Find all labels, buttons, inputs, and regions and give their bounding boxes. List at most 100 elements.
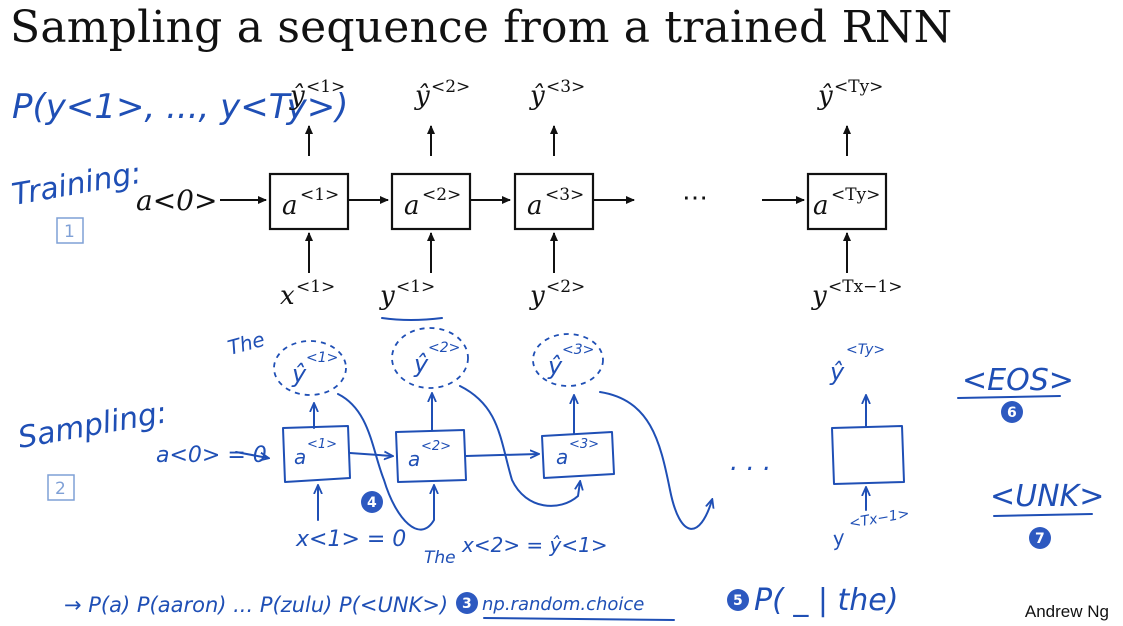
svg-text:ŷ: ŷ [547,352,563,380]
svg-text:<1>: <1> [306,77,345,97]
cell-3-state: a [527,191,543,221]
svg-text:<1>: <1> [396,277,435,297]
svg-text:<2>: <2> [431,77,470,97]
eos-underline [957,395,1061,399]
sample-cell-ty [831,425,905,485]
svg-text:6: 6 [1007,405,1017,421]
output-label-3: ŷ <3> [529,77,585,111]
input-label-1: x <1> [280,277,335,311]
arrow-a0-into-sample-cell1 [235,451,268,458]
feedback-curve-3 [599,391,712,530]
svg-text:<2>: <2> [428,340,460,356]
feedback-curve-2 [459,385,580,507]
rnn-cell-2: a <2> [390,172,472,231]
sample-cell-1: a <1> [282,425,351,483]
svg-text:y: y [811,281,827,311]
svg-text:<1>: <1> [296,277,335,297]
step-5-badge: 5 [727,589,749,611]
step-3-badge: 3 [456,592,478,614]
svg-text:<2>: <2> [546,277,585,297]
step-2-box [47,474,75,501]
underline-y1 [381,317,443,321]
svg-text:y: y [830,525,848,551]
sample-circle-1 [273,340,347,396]
output-label-2: ŷ <2> [414,77,470,111]
svg-text:<Ty>: <Ty> [834,77,883,97]
svg-text:<1>: <1> [307,437,337,452]
step-4-badge: 4 [361,491,383,513]
training-ellipsis: ⋯ [682,183,708,213]
sampled-output-1: ŷ <1> [291,350,338,388]
the-label-2: The [424,548,456,568]
unk-token: <UNK> [990,479,1104,514]
cell-1-state: a [282,191,298,221]
svg-text:ŷ: ŷ [829,358,845,386]
output-label-1: ŷ <1> [289,77,345,111]
sample-circle-2 [391,327,469,389]
svg-text:<2>: <2> [421,439,451,454]
cell-3-sup: <3> [545,185,584,205]
sample-arrow-2-3 [465,454,538,456]
sample-arrow-1-2 [349,453,392,456]
sampled-output-3: ŷ <3> [547,342,594,380]
sample-cell-3: a <3> [541,431,615,479]
output-label-ty: ŷ <Ty> [817,77,883,111]
svg-text:a: a [556,445,568,469]
svg-text:y: y [379,281,395,311]
svg-text:<Tx−1>: <Tx−1> [828,277,902,297]
svg-text:5: 5 [733,593,743,609]
joint-prob-note: P(y<1>, ..., y<Ty>) [12,87,348,127]
svg-text:<Tx−1>: <Tx−1> [848,506,911,532]
step-6-badge: 6 [1001,401,1023,423]
svg-text:ŷ: ŷ [291,360,307,388]
input-label-2: y <1> [379,277,435,311]
sampled-output-2: ŷ <2> [413,340,460,378]
svg-text:x: x [280,281,295,311]
svg-text:7: 7 [1035,531,1045,547]
svg-text:<3>: <3> [569,437,599,452]
unk-underline [993,513,1093,517]
np-random-choice-note: np.random.choice [482,594,644,615]
svg-text:ŷ: ŷ [817,81,833,111]
rnn-cell-ty: a <Ty> [806,172,888,231]
step-1-box [56,217,84,244]
np-choice-underline [483,617,675,621]
svg-text:3: 3 [462,596,472,612]
svg-text:ŷ: ŷ [414,81,430,111]
slide-title: Sampling a sequence from a trained RNN [10,2,953,53]
cell-ty-sup: <Ty> [831,185,880,205]
x2-eq-note: x<2> = ŷ<1> [461,533,608,557]
cell-2-sup: <2> [422,185,461,205]
input-label-3: y <2> [529,277,585,311]
rnn-cell-1: a <1> [268,172,350,231]
the-label-1: The [225,327,267,360]
cell-ty-state: a [813,191,829,221]
cell-2-state: a [404,191,420,221]
training-label: Training: [9,156,144,213]
svg-text:<Ty>: <Ty> [846,342,885,358]
sampled-output-ty: ŷ <Ty> [829,342,885,386]
sample-input-ty: y <Tx−1> [830,506,911,551]
svg-text:a: a [408,447,420,471]
svg-text:<3>: <3> [546,77,585,97]
svg-text:ŷ: ŷ [529,81,545,111]
a0-init-note: a<0> = 0 [156,443,267,468]
step-7-badge: 7 [1029,527,1051,549]
sampling-ellipsis: . . . [730,447,771,477]
feedback-curve-1 [337,393,434,531]
svg-text:y: y [529,281,545,311]
svg-text:<3>: <3> [562,342,594,358]
sampling-label: Sampling: [15,395,169,456]
vocab-prob-list: → P(a) P(aaron) ... P(zulu) P(<UNK>) [64,593,448,617]
svg-text:a: a [294,445,306,469]
a0-label: a<0> [136,184,217,217]
x1-init-note: x<1> = 0 [295,527,406,552]
svg-text:<1>: <1> [306,350,338,366]
step-2-number: 2 [55,479,66,499]
input-label-ty: y <Tx−1> [811,277,902,311]
sample-circle-3 [532,333,604,387]
rnn-cell-3: a <3> [513,172,595,231]
conditional-prob-note: P( _ | the) [754,583,898,618]
svg-text:ŷ: ŷ [413,350,429,378]
